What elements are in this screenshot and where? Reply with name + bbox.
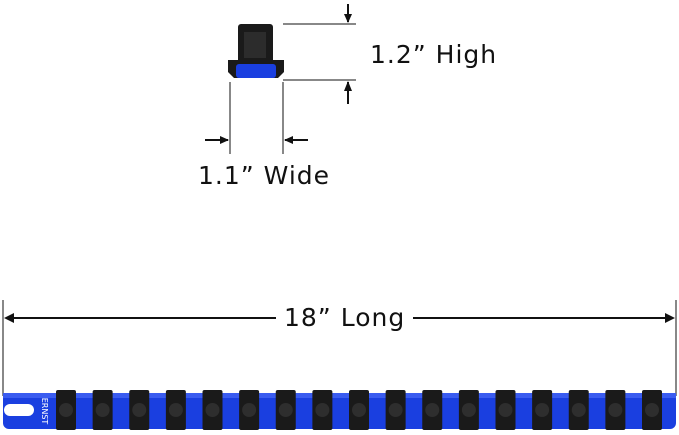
rail-clip — [642, 390, 662, 430]
rail-clip — [165, 390, 186, 430]
length-left-arrowhead — [4, 313, 14, 323]
rail-clip — [202, 390, 223, 430]
rail-clip-post — [242, 403, 257, 417]
clip-base-blue — [236, 64, 276, 78]
rail-clip-post — [535, 403, 550, 417]
width-dimension — [205, 82, 308, 154]
rail-clip-post — [132, 403, 147, 417]
rail-clip-post — [59, 403, 73, 417]
length-right-arrowhead — [665, 313, 675, 323]
rail-clip-post — [461, 403, 476, 417]
rail-clip — [605, 390, 626, 430]
height-label: 1.2” High — [370, 40, 498, 69]
rail-clip — [422, 390, 443, 430]
rail-clip — [532, 390, 553, 430]
rail-clip — [385, 390, 406, 430]
rail-clip-post — [498, 403, 513, 417]
rail-clip-post — [571, 403, 586, 417]
rail-clip — [239, 390, 260, 430]
rail-clip-post — [95, 403, 110, 417]
rail-clip — [129, 390, 150, 430]
rail-highlight — [3, 393, 676, 398]
rail-clip — [275, 390, 296, 430]
rail-clip — [568, 390, 589, 430]
single-clip-image — [228, 24, 284, 78]
rail-clip-post — [315, 403, 330, 417]
rail-clip — [312, 390, 333, 430]
width-left-arrowhead — [220, 136, 229, 144]
width-right-arrowhead — [284, 136, 293, 144]
rail-clip-post — [352, 403, 366, 417]
socket-rail — [3, 390, 676, 430]
rail-clip-post — [168, 403, 183, 417]
rail-clip — [349, 390, 369, 430]
rail-clips — [56, 390, 662, 430]
rail-clip-post — [205, 403, 220, 417]
rail-clip-post — [278, 403, 293, 417]
rail-clip-post — [388, 403, 403, 417]
width-label: 1.1” Wide — [198, 161, 331, 190]
length-label: 18” Long — [276, 305, 414, 330]
rail-clip — [92, 390, 113, 430]
rail-clip — [495, 390, 516, 430]
rail-clip — [458, 390, 479, 430]
height-dimension — [283, 4, 356, 104]
rail-clip-post — [608, 403, 623, 417]
rail-clip-post — [425, 403, 440, 417]
height-top-arrowhead — [344, 14, 352, 23]
height-bottom-arrowhead — [344, 81, 352, 91]
rail-clip-post — [645, 403, 659, 417]
rail-left-hang-hole — [15, 406, 23, 414]
clip-post-face — [244, 32, 266, 58]
rail-clip — [56, 390, 76, 430]
